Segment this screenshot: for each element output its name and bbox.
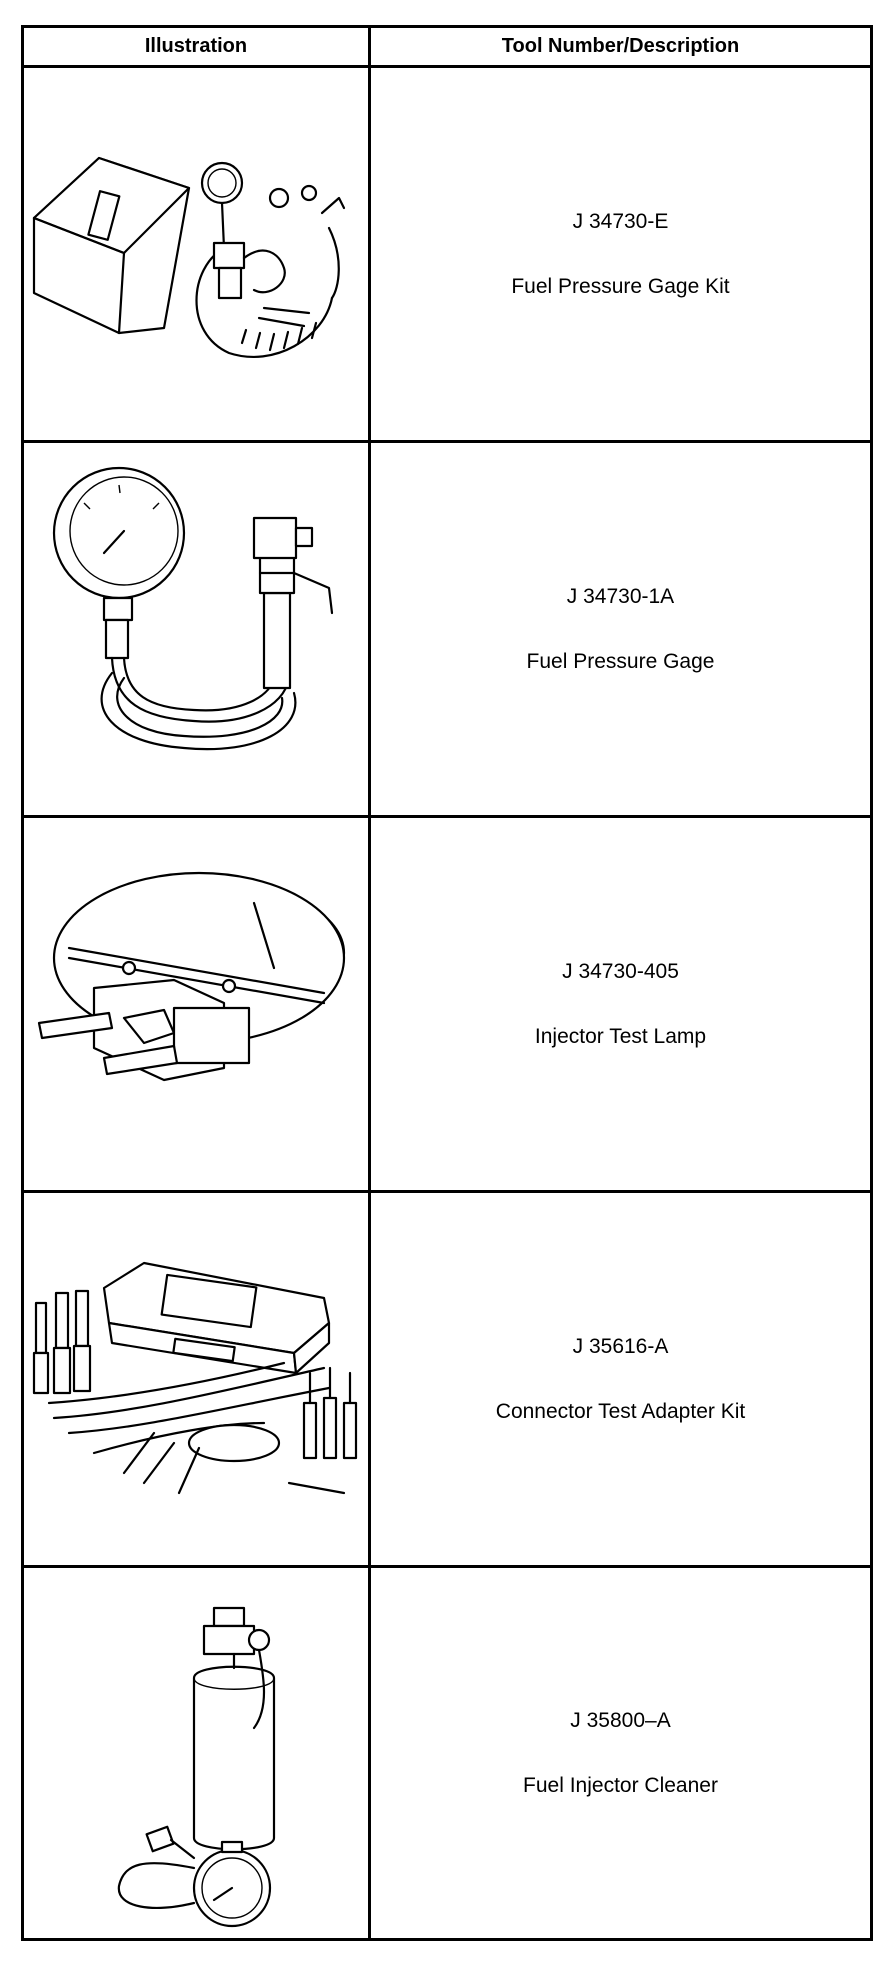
table-header: Illustration Tool Number/Description <box>24 28 870 68</box>
tool-number: J 34730-E <box>572 210 669 233</box>
header-illustration: Illustration <box>144 35 248 57</box>
tool-description-cell: J 35616-A Connector Test Adapter Kit <box>371 1193 870 1565</box>
connector-test-adapter-kit-illustration <box>24 1193 368 1565</box>
table-row: J 35800–A Fuel Injector Cleaner <box>24 1568 870 1938</box>
tool-number: J 35616-A <box>572 1335 669 1358</box>
fuel-pressure-gage-illustration <box>24 443 368 815</box>
tool-description-cell: J 34730-405 Injector Test Lamp <box>371 818 870 1190</box>
table-row: J 34730-405 Injector Test Lamp <box>24 818 870 1193</box>
tool-description: Fuel Pressure Gage Kit <box>511 275 730 298</box>
table-row: J 34730-1A Fuel Pressure Gage <box>24 443 870 818</box>
tool-description: Fuel Injector Cleaner <box>523 1774 718 1797</box>
tool-description: Injector Test Lamp <box>534 1025 707 1048</box>
tool-number: J 34730-1A <box>566 585 675 608</box>
fuel-pressure-gage-kit-illustration <box>24 68 368 440</box>
table-row: J 34730-E Fuel Pressure Gage Kit <box>24 68 870 443</box>
header-tool-number-description: Tool Number/Description <box>501 35 740 57</box>
table-row: J 35616-A Connector Test Adapter Kit <box>24 1193 870 1568</box>
injector-test-lamp-illustration <box>24 818 368 1190</box>
fuel-injector-cleaner-illustration <box>24 1568 368 1938</box>
tool-description-cell: J 35800–A Fuel Injector Cleaner <box>371 1568 870 1938</box>
tool-number: J 34730-405 <box>562 960 679 983</box>
tool-description: Fuel Pressure Gage <box>526 650 715 673</box>
tool-description-cell: J 34730-1A Fuel Pressure Gage <box>371 443 870 815</box>
tool-description: Connector Test Adapter Kit <box>495 1400 746 1423</box>
tool-table: Illustration Tool Number/Description <box>21 25 873 1941</box>
tool-description-cell: J 34730-E Fuel Pressure Gage Kit <box>371 68 870 440</box>
tool-number: J 35800–A <box>570 1709 671 1732</box>
column-divider <box>368 28 371 1938</box>
